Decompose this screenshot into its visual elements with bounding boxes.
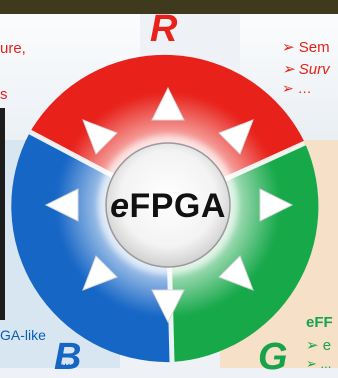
- ray-se: [218, 255, 254, 291]
- label-r: R: [150, 8, 178, 50]
- label-b: B: [54, 336, 82, 378]
- right-bullet-2: ➢ Surv: [282, 61, 330, 78]
- center-label-main: FPGA: [129, 187, 226, 225]
- ray-w: [44, 188, 79, 222]
- ray-e: [259, 188, 294, 222]
- ray-ne: [218, 119, 254, 155]
- ray-nw: [82, 119, 118, 155]
- right-bottom-heading: eFF: [306, 314, 333, 331]
- right-bullet-3: ➢ …: [282, 80, 312, 96]
- top-bar: [0, 0, 338, 14]
- sun-rays: [44, 86, 294, 324]
- center-label: eFPGA: [102, 187, 234, 226]
- center-label-prefix: e: [110, 187, 130, 225]
- rgb-wheel-diagram: [11, 54, 319, 363]
- left-frame-edge: [0, 108, 5, 320]
- right-bottom-bullet-1: ➢ e: [306, 337, 332, 354]
- ray-sw: [82, 255, 118, 291]
- left-text-line-2: s: [0, 86, 8, 103]
- ray-n: [151, 86, 185, 121]
- left-text-line-1: ure,: [0, 40, 26, 57]
- right-bullet-1: ➢ Sem: [282, 39, 330, 56]
- right-bottom-bullet-2: ➢ ...: [306, 356, 332, 371]
- label-g: G: [258, 336, 288, 378]
- ray-s: [151, 289, 185, 324]
- center-disc: [105, 142, 231, 268]
- left-text-line-3: GA-like: [0, 327, 46, 343]
- bottom-left-fragment: …: [60, 356, 71, 368]
